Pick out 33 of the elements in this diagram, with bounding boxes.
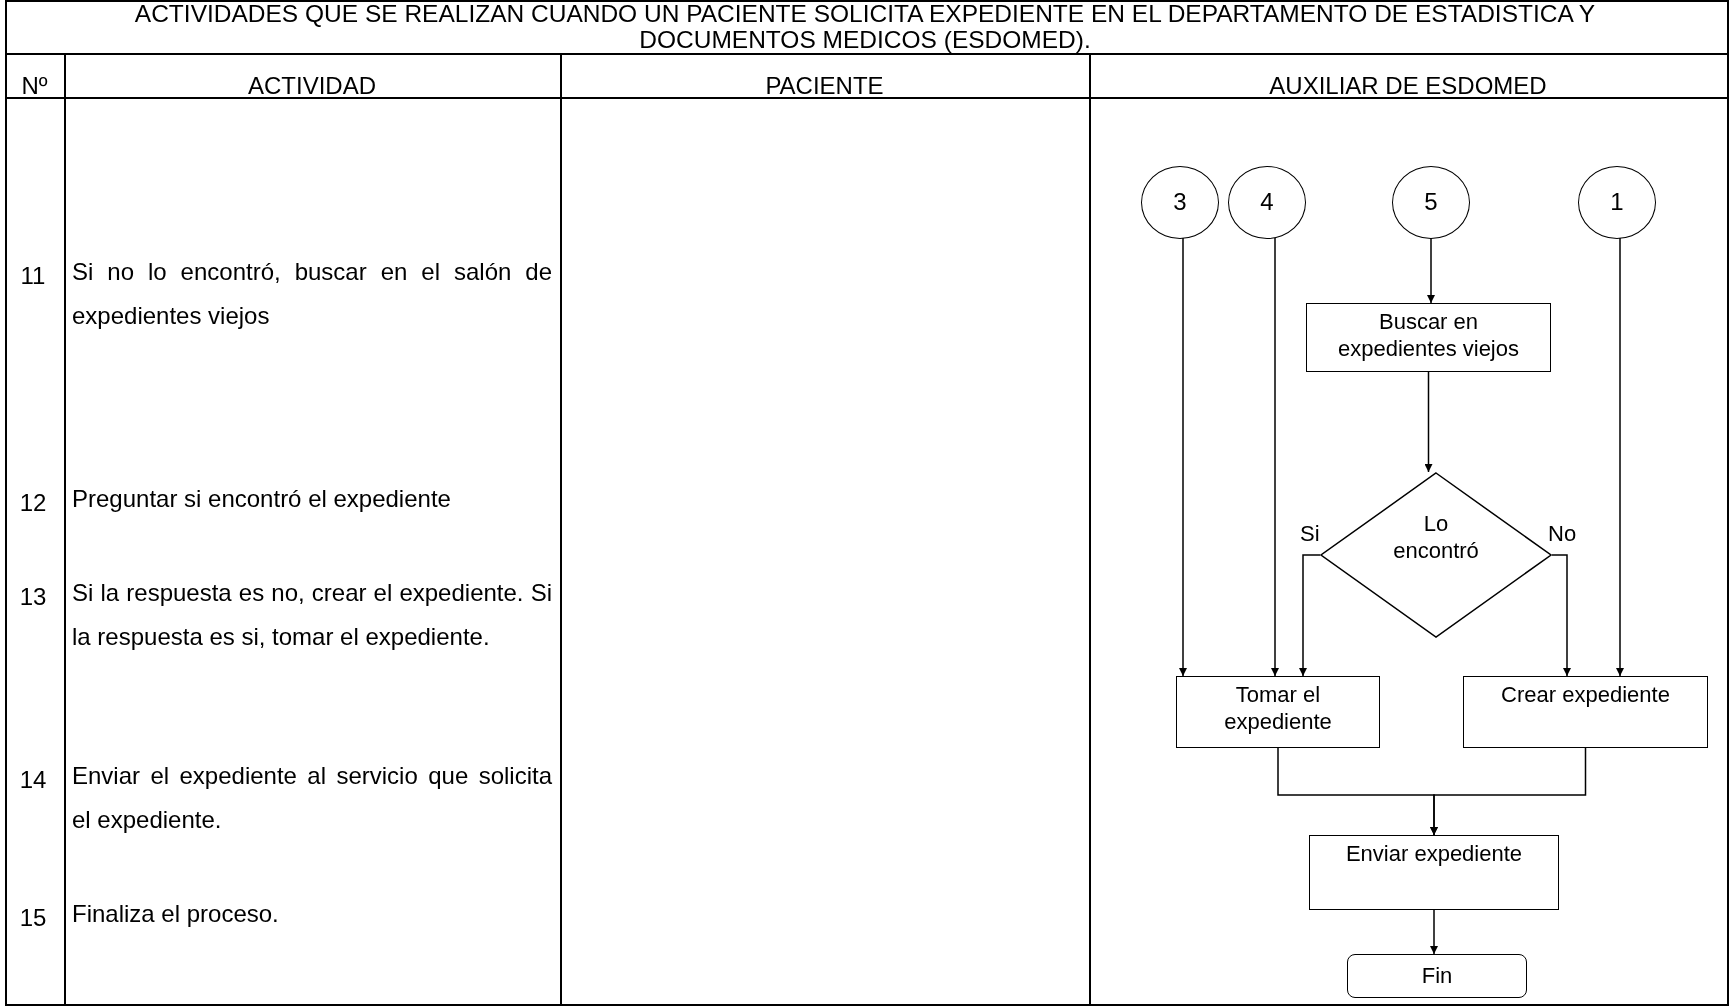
arrow — [1179, 237, 1187, 677]
row-number: 13 — [18, 582, 48, 612]
activity-text: Si no lo encontró, buscar en el salón de expedientes viejos — [72, 257, 552, 331]
row-number: 11 — [19, 261, 47, 291]
process-box: Crear expediente — [1463, 676, 1708, 748]
arrow — [1427, 237, 1435, 304]
table-title: ACTIVIDADES QUE SE REALIZAN CUANDO UN PACIENTE SOLICITA EXPEDIENTE EN EL DEPARTAMENTO DE ESTADISTICA Y DOCUMENTOS MEDICOS (ESDOMED). — [133, 1, 1597, 53]
activity-text: Finaliza el proceso. — [72, 899, 280, 929]
column-header: ACTIVIDAD — [247, 71, 377, 101]
activity-text: Si la respuesta es no, crear el expediente. Si la respuesta es si, tomar el expediente. — [72, 578, 552, 652]
row-number: 12 — [18, 488, 48, 518]
arrow — [1271, 237, 1279, 677]
process-box: Tomar el expediente — [1176, 676, 1380, 748]
arrow — [1424, 370, 1433, 473]
process-box: Enviar expediente — [1309, 835, 1559, 910]
connector-circle: 3 — [1141, 166, 1219, 239]
column-header: PACIENTE — [764, 71, 885, 101]
connector-circle: 1 — [1578, 166, 1656, 239]
column-header: Nº — [20, 71, 49, 101]
activity-text: Enviar el expediente al servicio que solicita el expediente. — [72, 761, 552, 835]
arrow — [1616, 237, 1624, 677]
connector-circle: 4 — [1228, 166, 1306, 239]
arrow — [1430, 747, 1587, 836]
arrow — [1299, 554, 1321, 677]
activity-text: Preguntar si encontró el expediente — [72, 484, 452, 514]
column-header: AUXILIAR DE ESDOMED — [1268, 71, 1548, 101]
row-number: 14 — [18, 765, 48, 795]
arrow — [1551, 554, 1571, 677]
row-number: 15 — [18, 903, 48, 933]
arrow — [1430, 908, 1438, 955]
process-box: Buscar en expedientes viejos — [1306, 303, 1551, 372]
connector-circle: 5 — [1392, 166, 1470, 239]
terminal-box: Fin — [1347, 954, 1527, 998]
